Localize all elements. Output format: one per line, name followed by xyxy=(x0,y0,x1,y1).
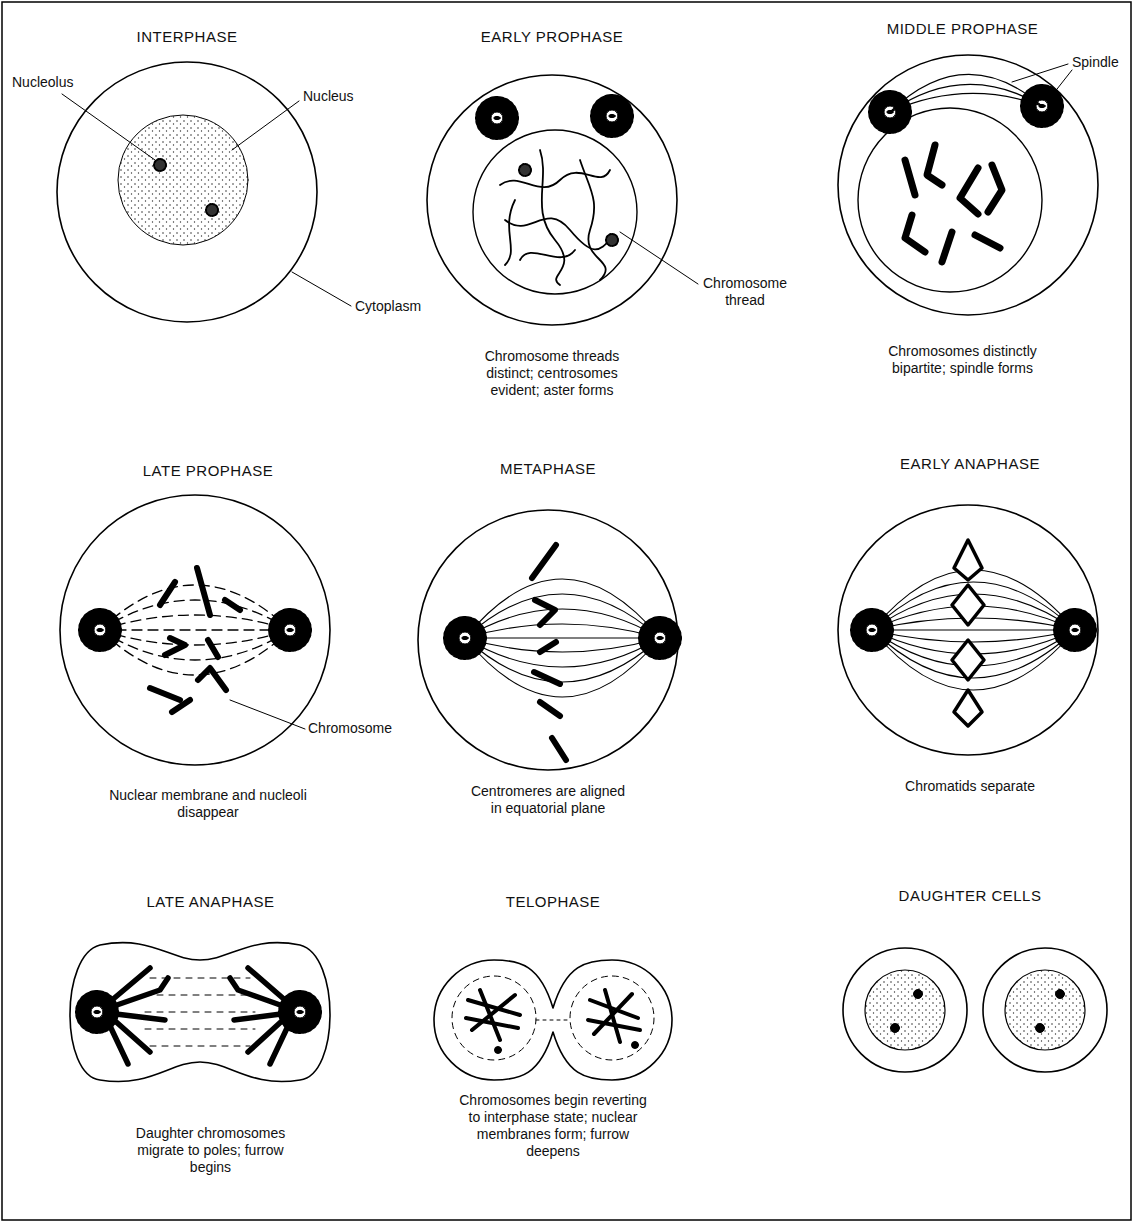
cell-stage: EARLY PROPHASE Chromosome threads distinc… xyxy=(465,28,639,399)
stage-caption: Chromatids separate xyxy=(870,778,1070,795)
cell-stage: TELOPHASE Chromosomes begin reverting to … xyxy=(456,893,650,1160)
cell-stage: DAUGHTER CELLS xyxy=(868,887,1072,905)
callout-label: Nucleus xyxy=(303,88,354,105)
callout-label: Chromosome thread xyxy=(695,275,795,309)
stage-title: EARLY PROPHASE xyxy=(465,28,639,46)
cell-stage: MIDDLE PROPHASE Chromosomes distinctly bi… xyxy=(873,20,1052,377)
stage-title: DAUGHTER CELLS xyxy=(868,887,1072,905)
stage-title: LATE PROPHASE xyxy=(86,462,330,480)
stage-caption: Nuclear membrane and nucleoli disappear xyxy=(88,787,328,821)
callout-label: Chromosome xyxy=(308,720,392,737)
callout-label: Cytoplasm xyxy=(355,298,421,315)
cell-stage: LATE ANAPHASE Daughter chromosomes migrat… xyxy=(126,893,295,1176)
stage-caption: Chromosomes begin reverting to interphas… xyxy=(458,1092,648,1160)
stage-title: EARLY ANAPHASE xyxy=(868,455,1072,473)
cell-stage: METAPHASE Centromeres are aligned in equa… xyxy=(466,460,630,817)
cell-stage: EARLY ANAPHASE Chromatids separate xyxy=(868,455,1072,795)
stage-caption: Chromosome threads distinct; centrosomes… xyxy=(467,348,637,399)
stage-caption: Chromosomes distinctly bipartite; spindl… xyxy=(875,343,1050,377)
cell-stage: INTERPHASE xyxy=(85,28,289,46)
stage-title: TELOPHASE xyxy=(456,893,650,911)
cell-stage: LATE PROPHASE Nuclear membrane and nucleo… xyxy=(86,462,330,821)
callout-label: Nucleolus xyxy=(12,74,73,91)
callout-label: Spindle xyxy=(1072,54,1119,71)
stage-caption: Centromeres are aligned in equatorial pl… xyxy=(468,783,628,817)
stage-title: METAPHASE xyxy=(466,460,630,478)
stage-title: INTERPHASE xyxy=(85,28,289,46)
stage-title: LATE ANAPHASE xyxy=(126,893,295,911)
stage-title: MIDDLE PROPHASE xyxy=(873,20,1052,38)
stage-caption: Daughter chromosomes migrate to poles; f… xyxy=(128,1125,293,1176)
